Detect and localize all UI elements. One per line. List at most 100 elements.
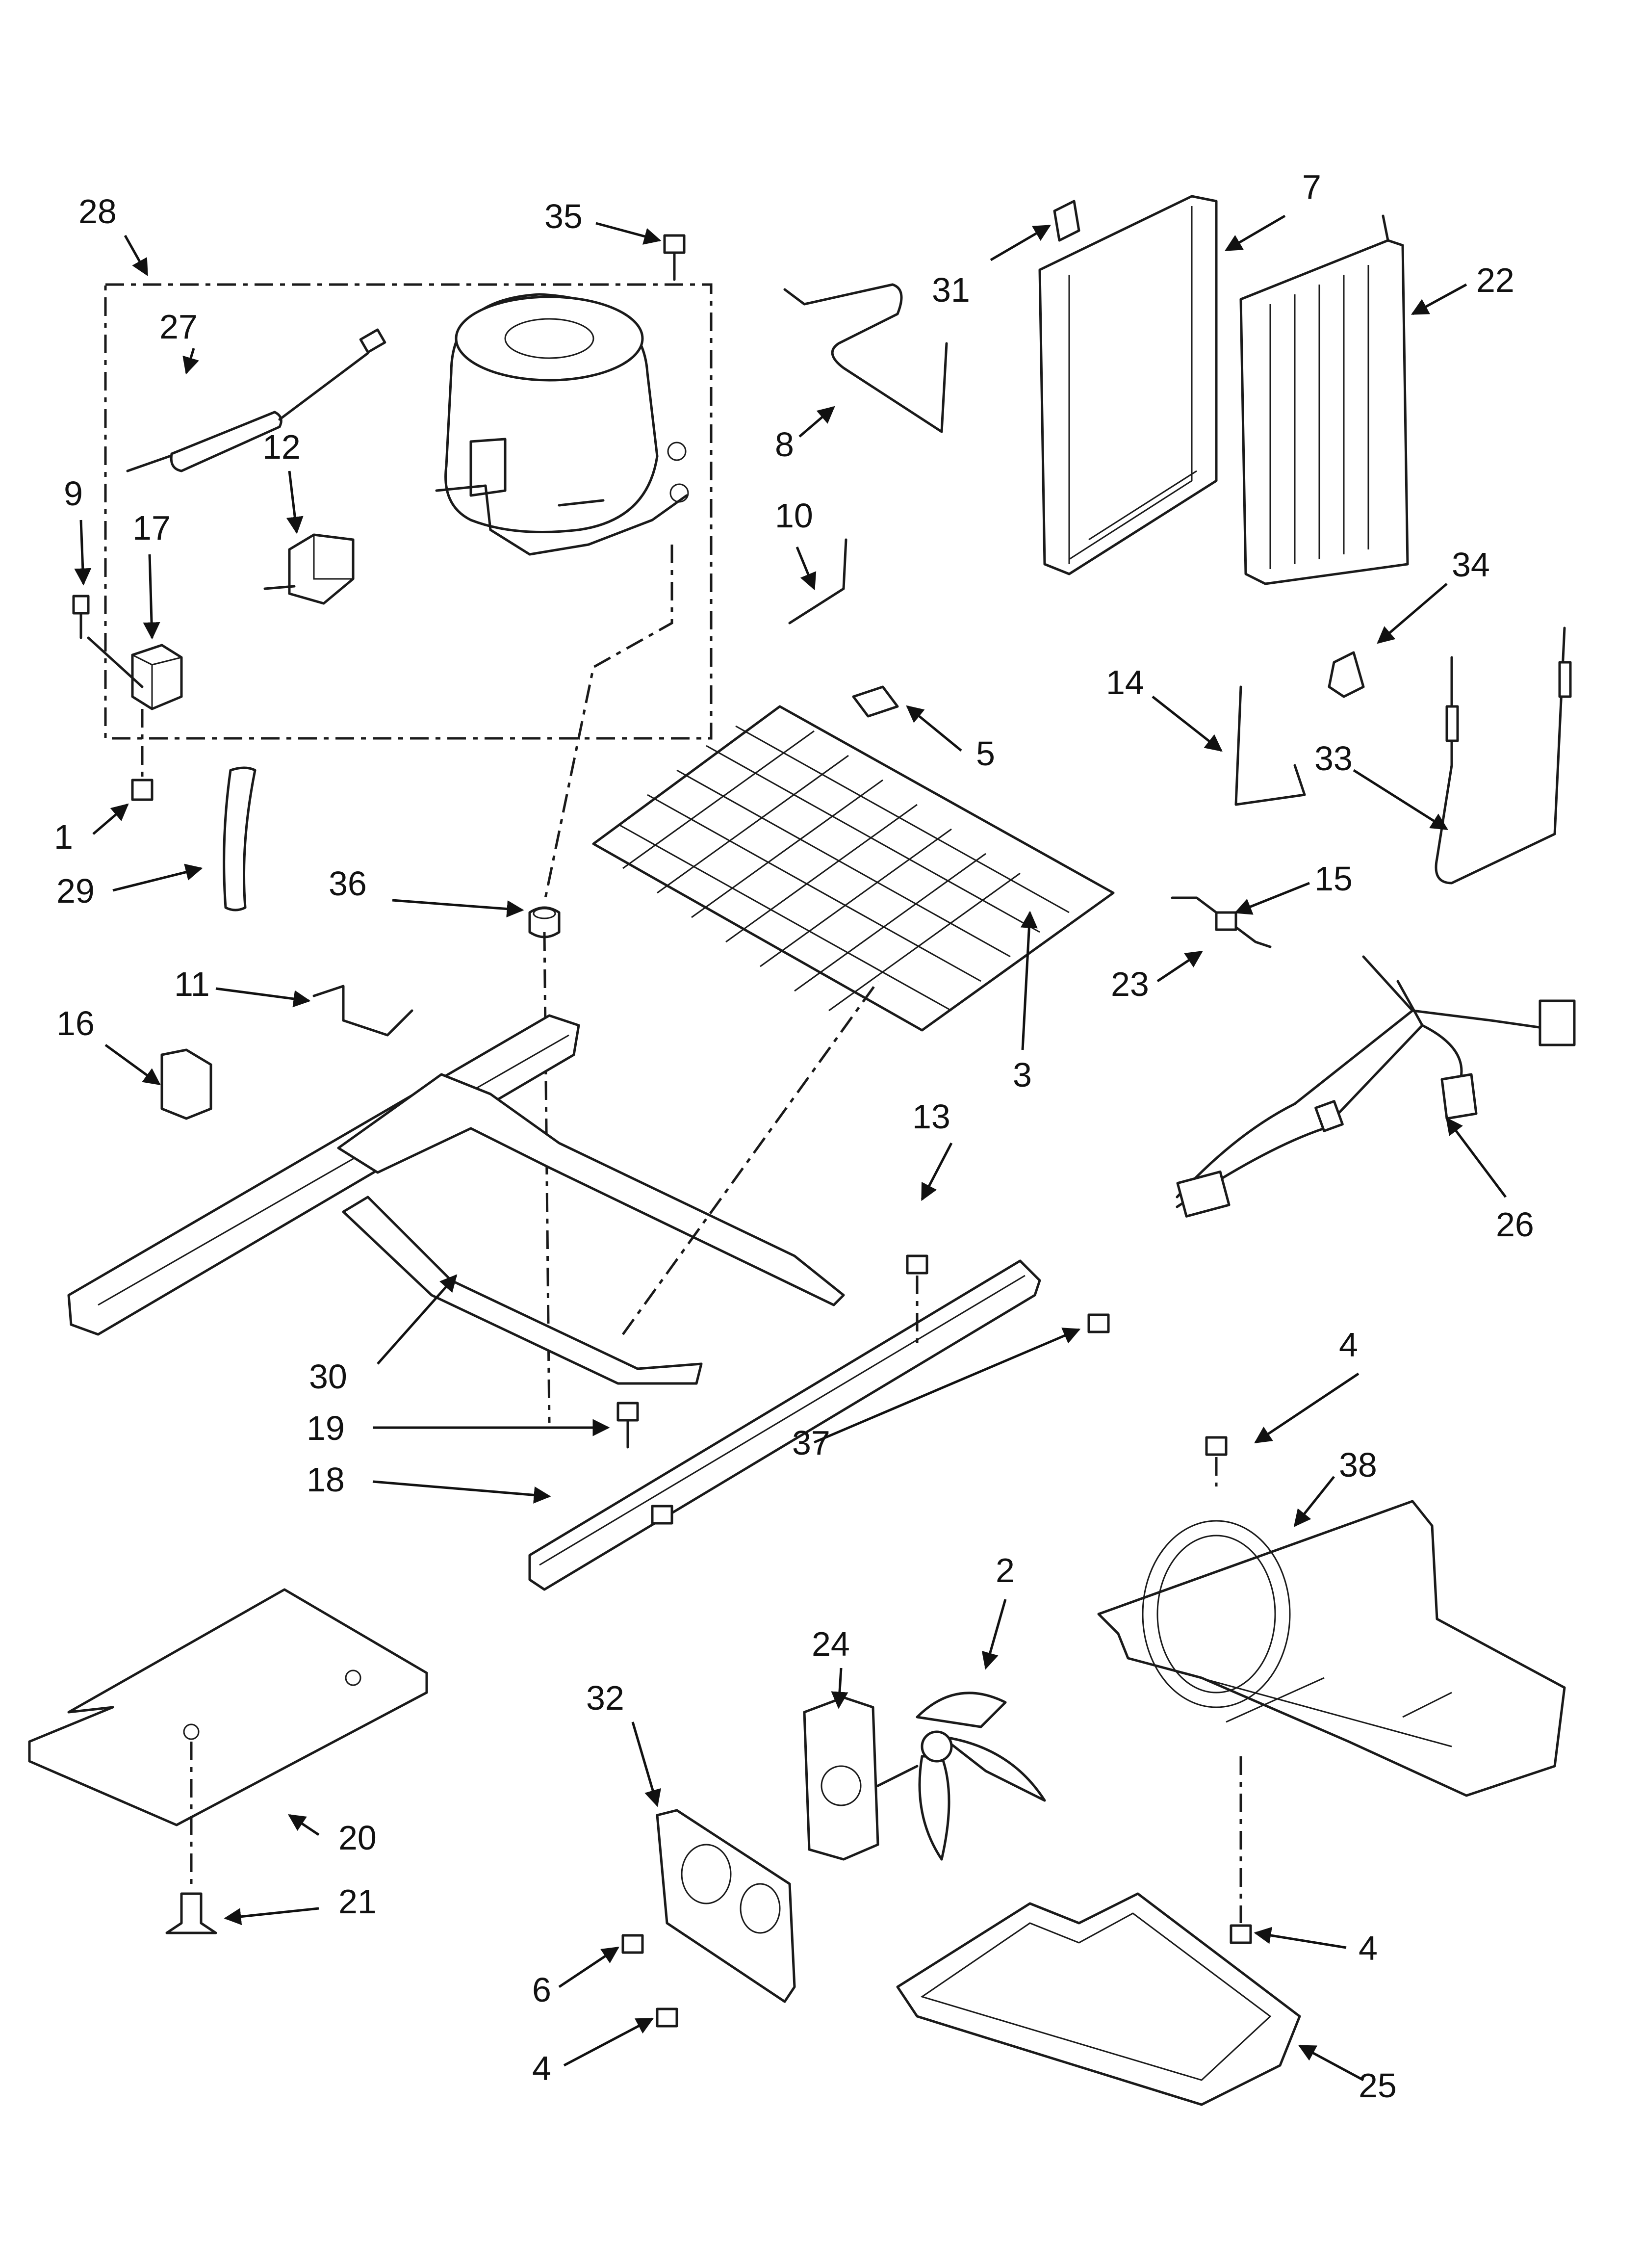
callout-4-extra-0: 4 [532,2049,551,2087]
leader-2 [981,1599,1007,1670]
overload-protector [87,636,183,710]
callout-23: 23 [1111,965,1149,1003]
fan-mounting-plate [1097,1500,1566,1797]
callout-2: 2 [996,1551,1015,1590]
callout-22: 22 [1476,261,1514,299]
wire-bracket-14 [1234,685,1306,806]
bracket-23 [1171,896,1272,948]
leader-8 [798,406,835,438]
leader-38 [1293,1476,1335,1527]
callout-16: 16 [56,1004,95,1043]
clip-11 [312,985,413,1037]
leader-26 [1445,1117,1507,1198]
leader-30 [377,1274,458,1365]
compressor-assembly-boundary [104,283,713,740]
callout-24: 24 [812,1625,850,1663]
leader-11 [215,987,311,1008]
screw-9 [72,595,90,639]
callout-7: 7 [1302,168,1321,206]
callout-17: 17 [132,509,171,547]
condenser-tube-8 [783,283,948,433]
callout-20: 20 [338,1819,377,1857]
leader-4-extra-1 [1254,1927,1347,1949]
leader-33 [1353,769,1448,831]
clip-1 [131,709,154,801]
leader-1 [92,803,129,835]
callout-19: 19 [307,1409,345,1447]
leader-27 [182,348,199,375]
leader-3 [1020,911,1038,1050]
screw-35 [663,234,686,281]
callout-35: 35 [544,197,583,235]
callout-38: 38 [1339,1446,1377,1484]
callout-6: 6 [532,1971,551,2009]
leader-23 [1156,950,1203,983]
callout-32: 32 [586,1679,624,1717]
base-frame [67,980,1041,1591]
drain-tube [223,766,257,912]
leader-13 [921,1142,953,1201]
callout-25: 25 [1359,2066,1397,2105]
tube-10 [788,538,847,625]
callout-leaders [74,214,1507,2082]
leader-35 [595,222,662,245]
leader-17 [143,554,160,640]
callout-14: 14 [1106,663,1144,702]
evaporator-rack [592,705,1115,1032]
leader-18 [372,1480,551,1504]
leader-10 [795,547,817,591]
callout-8: 8 [775,425,794,464]
grommet [528,545,673,1423]
leader-5 [906,705,962,752]
screws-bottom [621,1436,1252,2028]
callout-37: 37 [792,1424,830,1462]
callout-29: 29 [56,872,95,910]
leader-20 [288,1814,320,1836]
callout-13: 13 [912,1097,950,1136]
push-pin [165,1892,217,1934]
leader-37 [814,1328,1081,1444]
leader-34 [1377,583,1448,644]
fan-blade [916,1692,1046,1861]
callout-33: 33 [1314,739,1353,778]
callout-1: 1 [54,818,73,856]
leader-21 [224,1907,319,1926]
motor-bracket [656,1809,796,2003]
callout-18: 18 [307,1460,345,1499]
callout-21: 21 [338,1882,377,1921]
leader-4-extra-0 [563,2017,654,2067]
fan-motor [803,1696,919,1861]
bracket-16 [160,1048,212,1120]
condenser-coil [1239,214,1409,585]
drain-pan [896,1892,1301,2106]
leader-22 [1411,283,1467,315]
leader-16 [104,1043,161,1086]
screws-frame [616,1254,1110,1525]
start-relay [263,533,355,605]
leader-14 [1152,696,1223,752]
cover-panel [28,1588,428,1889]
leader-31 [990,224,1052,261]
leader-12 [286,470,304,534]
leader-28 [124,235,149,277]
clip-5 [852,685,899,718]
callout-5: 5 [976,734,995,773]
leader-9 [74,520,92,586]
callout-36: 36 [329,864,367,903]
leader-36 [392,899,524,918]
callout-4: 4 [1339,1326,1358,1364]
callout-11: 11 [174,965,210,1003]
callout-28: 28 [78,192,117,231]
callout-31: 31 [932,271,970,309]
leader-6 [558,1946,619,1988]
drier [126,328,386,472]
clip-31 [1053,200,1080,242]
wiring-harness [1176,955,1576,1218]
callout-10: 10 [775,496,813,535]
callout-9: 9 [64,474,83,513]
callout-26: 26 [1496,1205,1534,1244]
leader-7 [1224,214,1286,252]
evaporator-cover [1038,195,1218,575]
leader-32 [631,1721,661,1807]
